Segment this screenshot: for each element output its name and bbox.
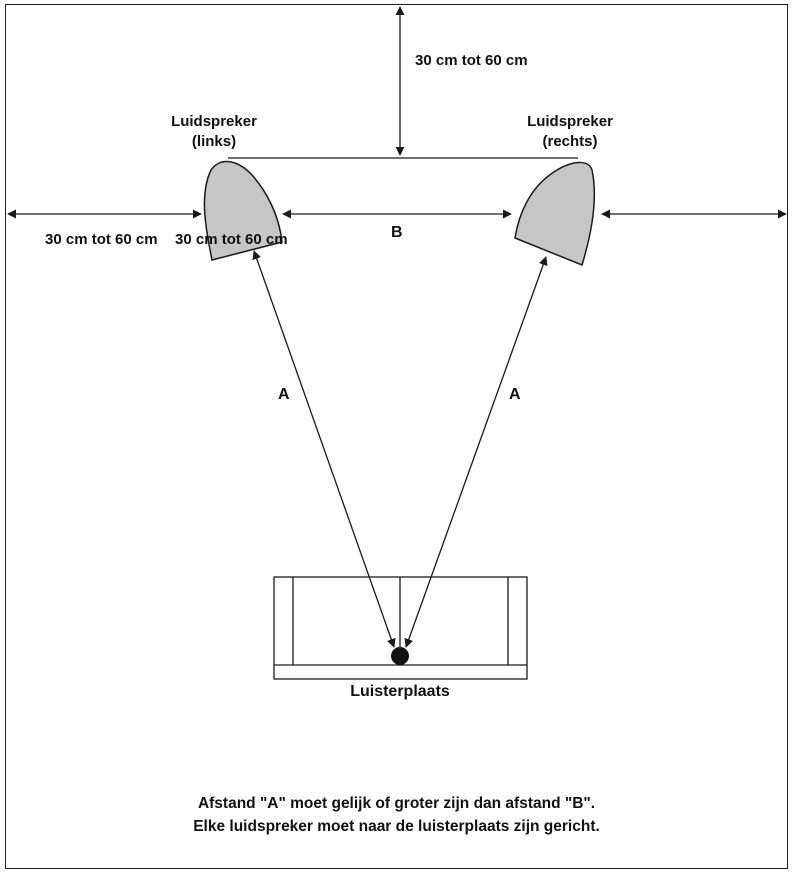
distance-a-left-arrow	[252, 250, 396, 648]
left-speaker-label-line2: (links)	[191, 133, 237, 150]
diagram-frame	[5, 4, 788, 869]
caption-line-1: Afstand "A" moet gelijk of groter zijn d…	[197, 795, 596, 812]
distance-a-right-arrow	[404, 256, 548, 648]
distance-a-right-label: A	[509, 386, 521, 403]
right-speaker-label: Luidspreker (rechts)	[510, 112, 630, 152]
left-speaker-label-line1: Luidspreker	[171, 113, 257, 130]
caption-line-2: Elke luidspreker moet naar de luisterpla…	[193, 818, 600, 835]
right-speaker-label-line2: (rechts)	[542, 133, 598, 150]
distance-b-label: B	[391, 224, 403, 241]
right-speaker	[514, 161, 596, 267]
left-speaker	[203, 160, 283, 261]
listening-position-label: Luisterplaats	[350, 683, 450, 700]
side-gap-label-1: 30 cm tot 60 cm	[45, 231, 158, 248]
right-speaker-label-line1: Luidspreker	[527, 113, 613, 130]
distance-a-left-label: A	[278, 386, 290, 403]
left-speaker-label: Luidspreker (links)	[154, 112, 274, 152]
listening-point	[391, 647, 409, 665]
sofa	[273, 576, 528, 680]
top-gap-label: 30 cm tot 60 cm	[415, 52, 528, 69]
side-gap-label-2: 30 cm tot 60 cm	[175, 231, 288, 248]
